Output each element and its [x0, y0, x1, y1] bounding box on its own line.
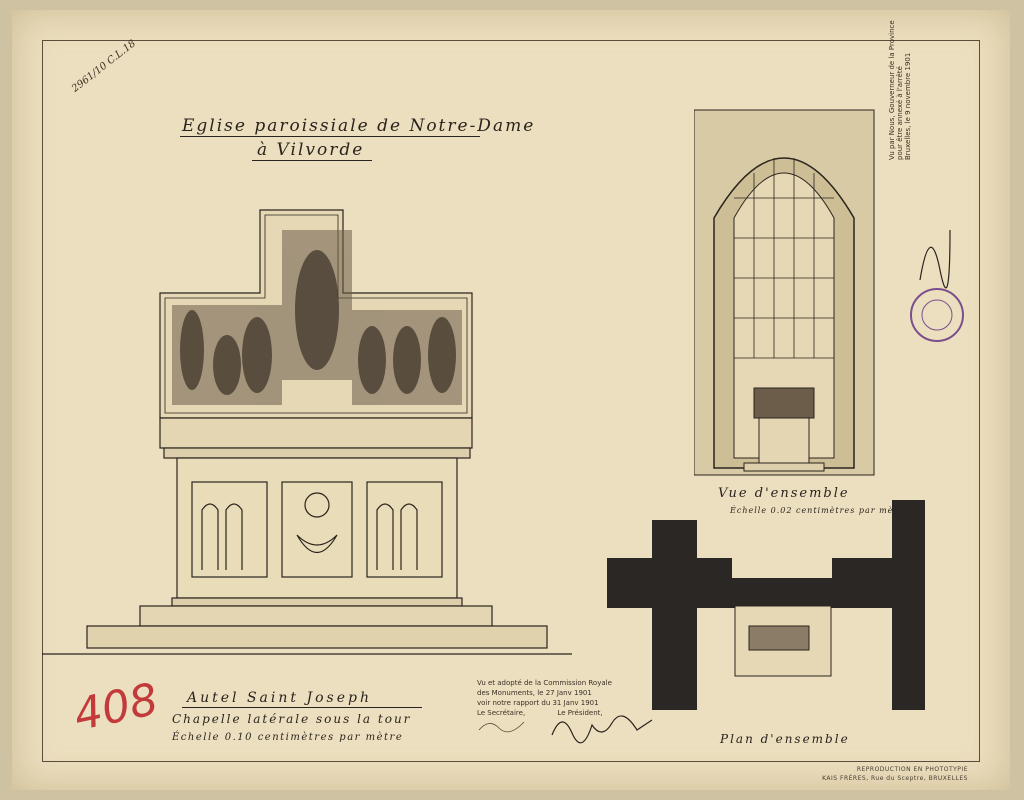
sheet-frame	[42, 40, 980, 762]
plan-label: Plan d'ensemble	[720, 732, 850, 746]
approval-signatories: Le Secrétaire, Le Président,	[477, 708, 612, 718]
title-line-2: à Vilvorde	[257, 140, 365, 160]
altar-caption-location: Chapelle latérale sous la tour	[172, 712, 412, 726]
altar-caption-scale: Échelle 0.10 centimètres par mètre	[172, 732, 404, 743]
president-label: Le Président,	[557, 709, 603, 717]
title-underline-2	[252, 160, 372, 161]
approval-block: Vu et adopté de la Commission Royale des…	[477, 678, 612, 718]
approval-line-2: des Monuments, le 27 Janv 1901	[477, 689, 592, 697]
president-signature	[551, 715, 653, 744]
governor-signature	[919, 229, 951, 289]
caption-underline	[182, 707, 422, 708]
title-line-1: Eglise paroissiale de Notre-Dame	[182, 116, 536, 136]
altar-caption-title: Autel Saint Joseph	[187, 690, 372, 706]
purple-seal-stamp	[910, 288, 964, 342]
approval-line-3: voir notre rapport du 31 Janv 1901	[477, 699, 599, 707]
approval-line-1: Vu et adopté de la Commission Royale	[477, 679, 612, 687]
view-label: Vue d'ensemble	[718, 486, 850, 501]
side-stamp-wrapper: Vu par Nous, Gouverneur de la Province p…	[888, 0, 912, 160]
side-stamp-line-3: Bruxelles, le 9 novembre 1901	[904, 52, 912, 160]
altar-elevation-drawing	[42, 209, 572, 655]
view-scale-label: Échelle 0.02 centimètres par mètre	[730, 506, 909, 515]
secretary-label: Le Secrétaire,	[477, 709, 526, 717]
drawing-sheet: 2961/10 C.L.18 Eglise paroissiale de Not…	[12, 10, 1010, 790]
title-underline-1	[180, 136, 480, 137]
floor-plan-drawing	[607, 500, 925, 710]
side-stamp-line-2: pour être annexé à l'arrêté	[896, 66, 904, 160]
side-stamp-line-1: Vu par Nous, Gouverneur de la Province	[888, 20, 896, 160]
secretary-signature	[478, 721, 525, 733]
reproduction-note-line-1: REPRODUCTION EN PHOTOTYPIE	[856, 766, 968, 773]
window-view-drawing	[694, 109, 875, 476]
reproduction-note-line-2: KAIS FRÈRES, Rue du Sceptre, BRUXELLES	[822, 775, 968, 782]
